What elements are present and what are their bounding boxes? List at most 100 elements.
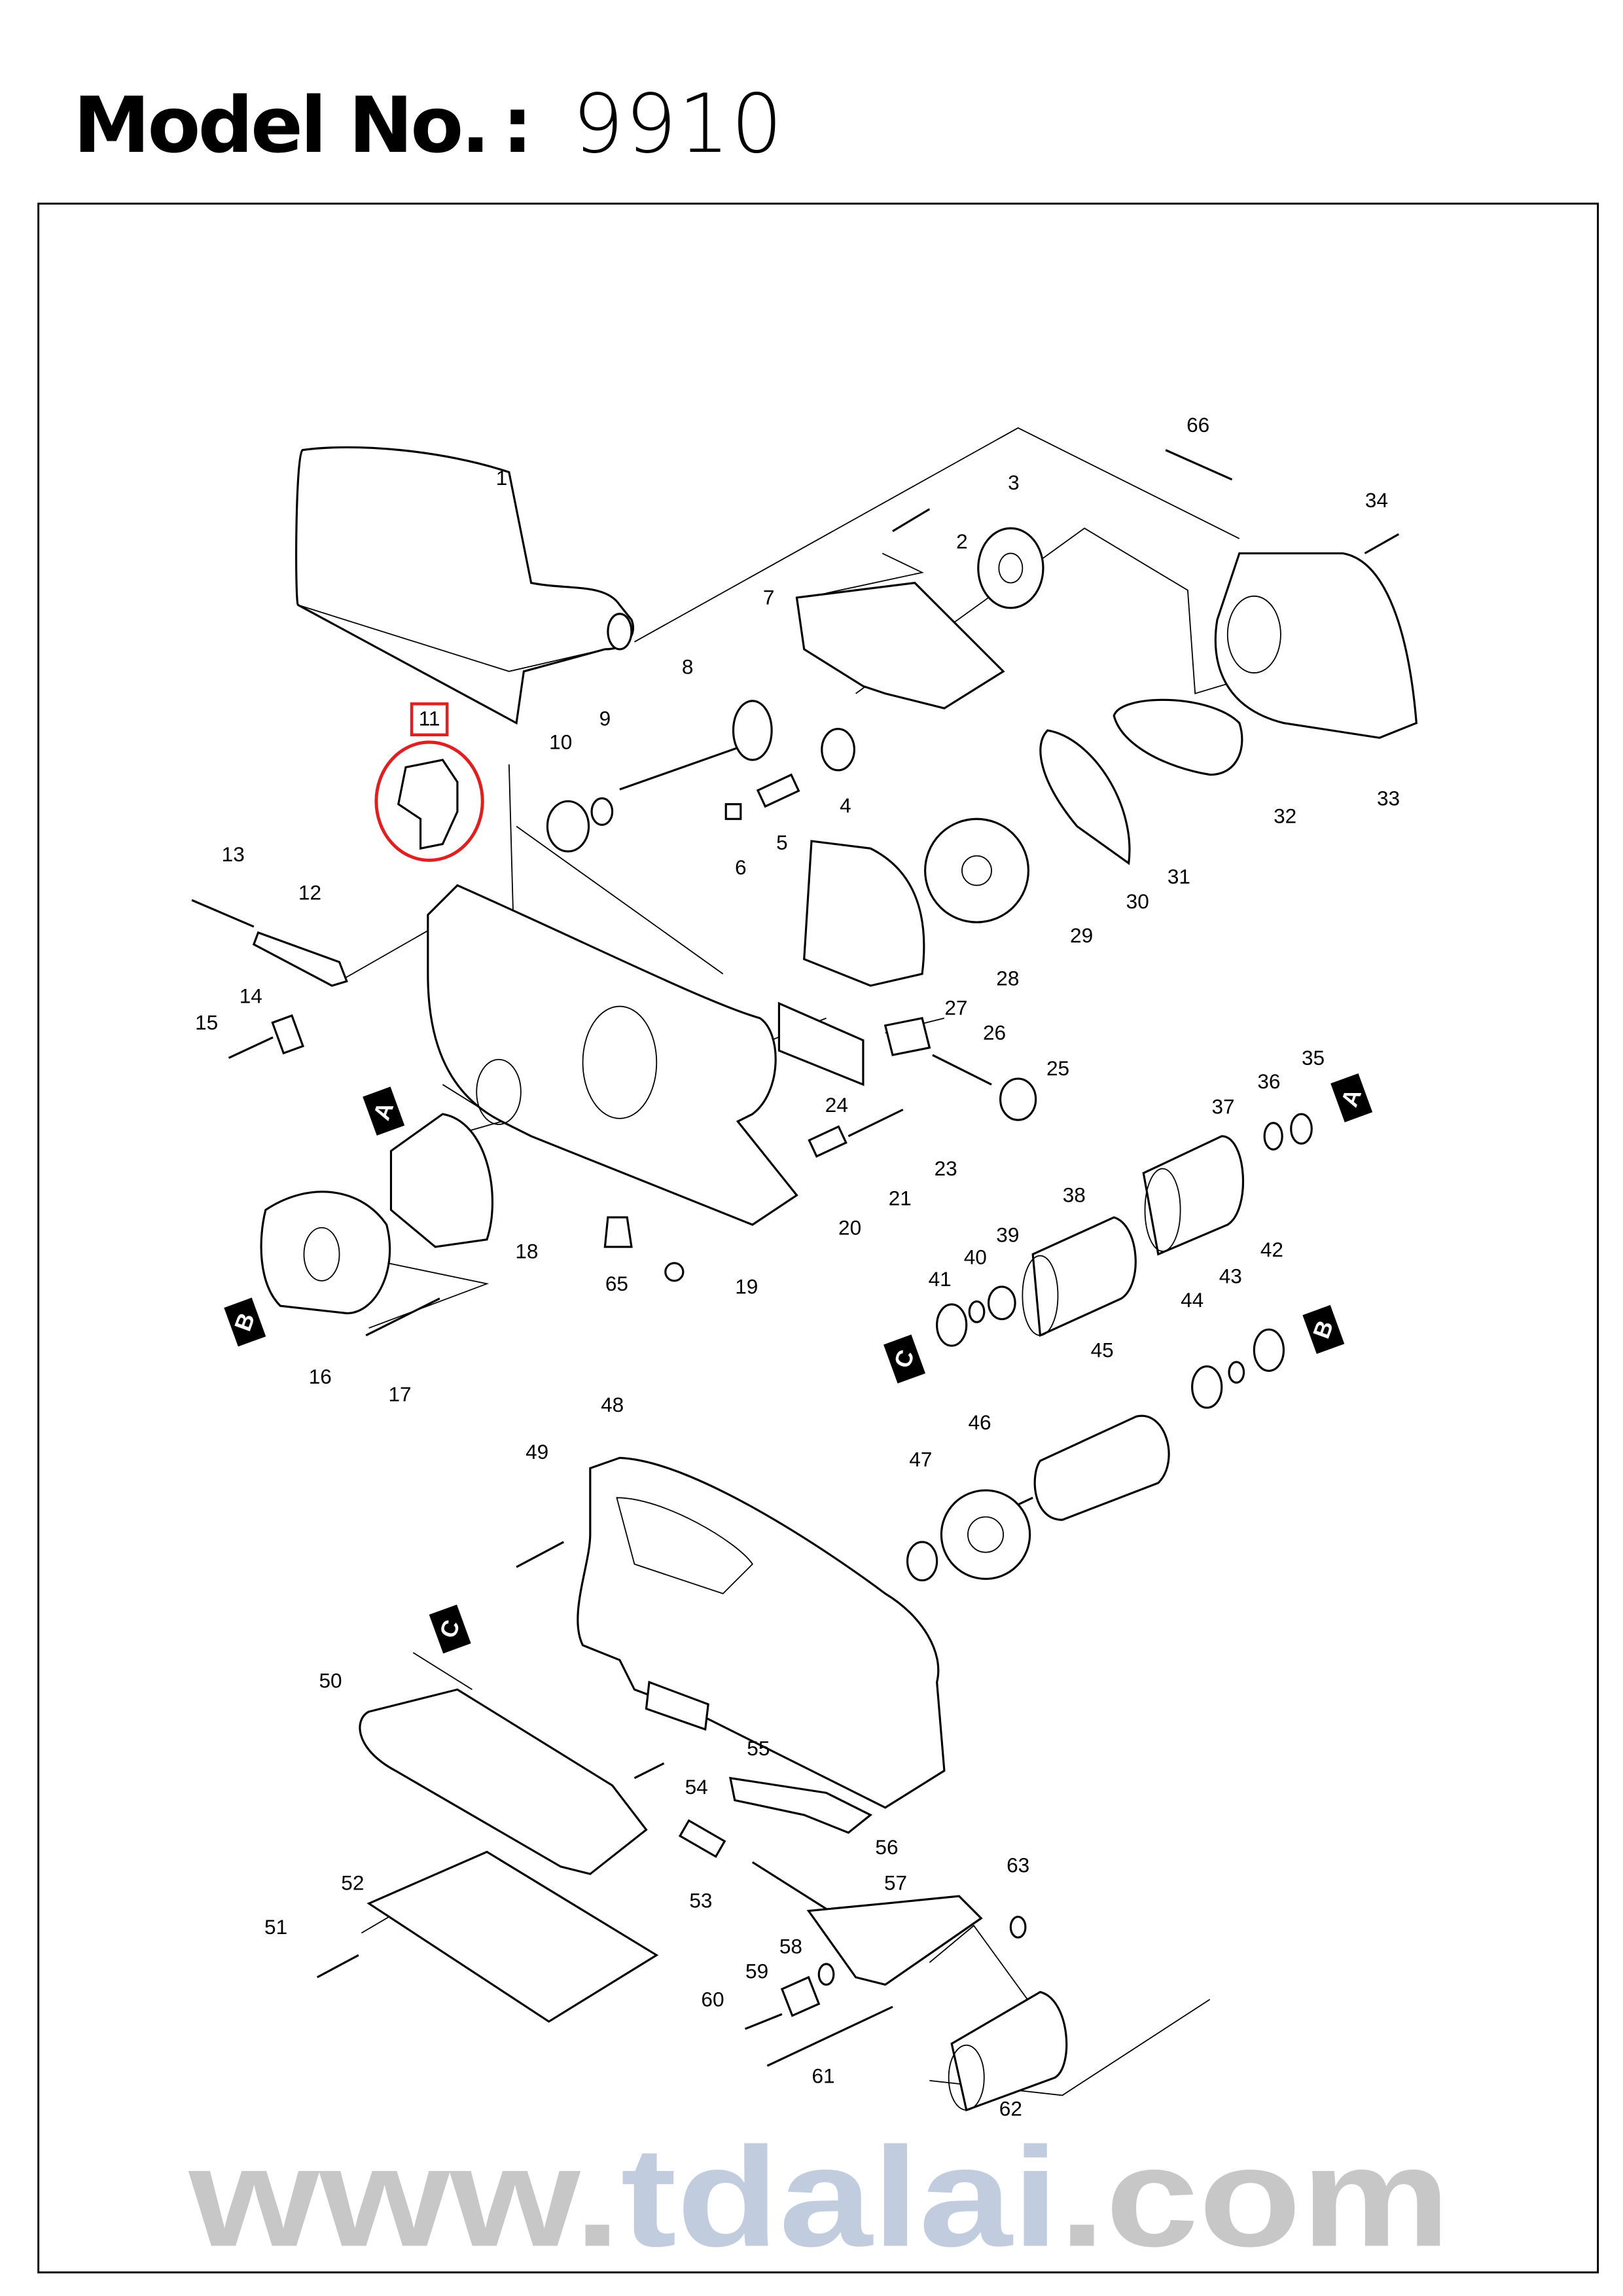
part-knob-59 [780, 1975, 821, 2017]
part-brush-cap [999, 1077, 1037, 1121]
part-lever-56 [729, 1776, 873, 1834]
part-number-label: 11 [419, 707, 440, 730]
part-number-label: 43 [1219, 1265, 1242, 1288]
part-number-label: 45 [1091, 1338, 1114, 1361]
part-washer-36 [1263, 1122, 1283, 1151]
diagram-frame [37, 202, 1599, 2274]
part-pin-6 [724, 803, 742, 820]
part-number-label: 41 [929, 1267, 952, 1291]
part-field [389, 1113, 494, 1248]
part-number-label: 58 [779, 1934, 802, 1958]
part-number-label: 28 [996, 966, 1019, 990]
part-screw-23 [847, 1108, 904, 1138]
part-tab-66 [1165, 449, 1233, 481]
section-marker-badge [1302, 1304, 1345, 1354]
part-belt-cover [1214, 552, 1418, 739]
part-ring-63 [1009, 1916, 1027, 1939]
part-bearing-44 [1191, 1365, 1223, 1409]
part-baffle [803, 840, 925, 987]
part-number-label: 1 [496, 466, 508, 490]
part-number-label: 12 [298, 881, 321, 905]
part-motor-cover [260, 1191, 391, 1315]
part-clamp-14 [271, 1014, 304, 1055]
part-bearing-42 [1253, 1328, 1285, 1372]
part-label-24 [777, 1001, 865, 1086]
part-number-label: 61 [812, 2064, 834, 2088]
part-spring-53 [678, 1819, 726, 1858]
part-number-label: 31 [1168, 865, 1190, 888]
part-nut-39 [987, 1285, 1016, 1321]
part-number-label: 20 [838, 1215, 861, 1239]
part-number-label: 50 [319, 1668, 342, 1692]
part-armature [1033, 1414, 1170, 1521]
section-marker-badge [1330, 1073, 1373, 1122]
svg-text:www.tdalai.com: www.tdalai.com [188, 2117, 1450, 2276]
part-number-label: 26 [983, 1021, 1006, 1045]
part-number-label: 10 [549, 730, 572, 754]
part-cord [191, 899, 255, 928]
part-number-label: 16 [309, 1365, 332, 1388]
part-screw-34 [1364, 533, 1400, 554]
watermark: www.tdalai.com [188, 2117, 1450, 2276]
part-number-label: 23 [935, 1157, 957, 1180]
model-number: 9910 [572, 77, 784, 171]
section-marker-badge [224, 1297, 266, 1347]
section-marker-badge [883, 1335, 926, 1384]
part-fan [924, 817, 1029, 924]
part-number-label: 25 [1046, 1056, 1069, 1080]
watermark-domain: tdalai [620, 2117, 1058, 2276]
part-number-label: 42 [1260, 1238, 1283, 1261]
part-number-label: 19 [735, 1275, 758, 1299]
highlight-box [410, 702, 449, 736]
part-number-label: 38 [1063, 1183, 1086, 1207]
part-drive-belt [1113, 698, 1243, 776]
watermark-suffix: .com [1059, 2117, 1450, 2276]
part-number-labels: 1234567891011121314151617181920212324252… [195, 413, 1400, 2120]
part-number-label: 39 [996, 1223, 1019, 1247]
part-number-label: 47 [909, 1447, 932, 1471]
part-number-label: 8 [682, 655, 694, 679]
part-number-label: 17 [388, 1382, 411, 1406]
part-sleeve-37 [1142, 1135, 1245, 1256]
part-number-label: 29 [1070, 924, 1093, 947]
part-number-label: 6 [735, 855, 747, 879]
part-bearing-10 [546, 800, 590, 853]
model-colon: : [502, 80, 533, 170]
part-platen [359, 1688, 648, 1875]
part-spring-21 [808, 1125, 847, 1158]
part-number-label: 27 [944, 996, 967, 1019]
part-motor-housing [427, 884, 798, 1227]
part-screw-51 [316, 1954, 359, 1979]
part-number-label: 21 [889, 1186, 912, 1210]
part-brush-holder [883, 1016, 931, 1056]
part-number-label: 60 [701, 1987, 724, 2011]
part-number-label: 15 [195, 1011, 218, 1034]
part-roller-62 [950, 1990, 1068, 2112]
part-washer-43 [1228, 1361, 1245, 1384]
part-number-label: 49 [526, 1440, 548, 1463]
part-number-label: 48 [601, 1393, 624, 1416]
part-number-label: 63 [1007, 1853, 1029, 1876]
part-number-label: 62 [999, 2096, 1022, 2120]
part-number-label: 14 [240, 984, 262, 1007]
part-screw-17 [365, 1297, 440, 1336]
part-bearing-41 [936, 1303, 968, 1347]
part-spring-54 [633, 1762, 665, 1780]
part-handle-housing [577, 1456, 946, 1809]
part-number-label: 7 [763, 586, 775, 609]
page-title: Model No. : 9910 [73, 77, 784, 171]
part-cord-guard [252, 931, 348, 987]
highlight-circle [374, 740, 484, 862]
part-pin-60 [744, 2013, 783, 2030]
section-marker-badge [363, 1086, 405, 1136]
part-ring-58 [817, 1963, 835, 1986]
part-number-label: 13 [222, 842, 245, 866]
part-screw-49 [516, 1541, 564, 1568]
part-label-55 [645, 1680, 709, 1731]
part-roller-38 [1031, 1216, 1137, 1337]
part-number-label: 66 [1186, 413, 1209, 437]
watermark-prefix: www. [188, 2117, 620, 2276]
part-number-label: 57 [884, 1871, 907, 1894]
